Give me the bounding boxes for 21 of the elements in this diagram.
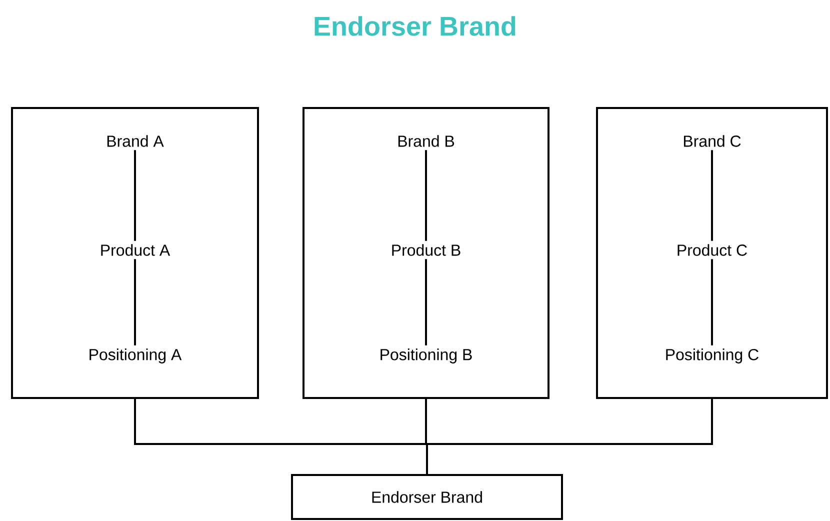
node-label: Product B — [392, 244, 460, 256]
connector-line — [134, 150, 136, 241]
group-box — [596, 107, 828, 399]
connector-line — [426, 399, 713, 474]
node-label: Product A — [101, 244, 170, 256]
group-box — [11, 107, 259, 399]
title: Endorser Brand — [314, 16, 516, 36]
group-box — [302, 107, 550, 399]
connector-line — [425, 150, 427, 241]
node-label: Positioning C — [666, 348, 758, 364]
node-label: Product C — [678, 244, 747, 256]
connector-line — [711, 259, 713, 346]
node-label: Positioning B — [380, 348, 472, 364]
node-label: Positioning A — [90, 348, 182, 364]
connector-line — [425, 259, 427, 346]
node-label: Brand C — [684, 135, 741, 147]
node-label: Brand B — [398, 135, 454, 147]
node-label: Brand A — [107, 135, 164, 147]
connector-line — [711, 150, 713, 241]
endorser-box: Endorser Brand — [291, 474, 563, 520]
connector-line — [134, 259, 136, 346]
